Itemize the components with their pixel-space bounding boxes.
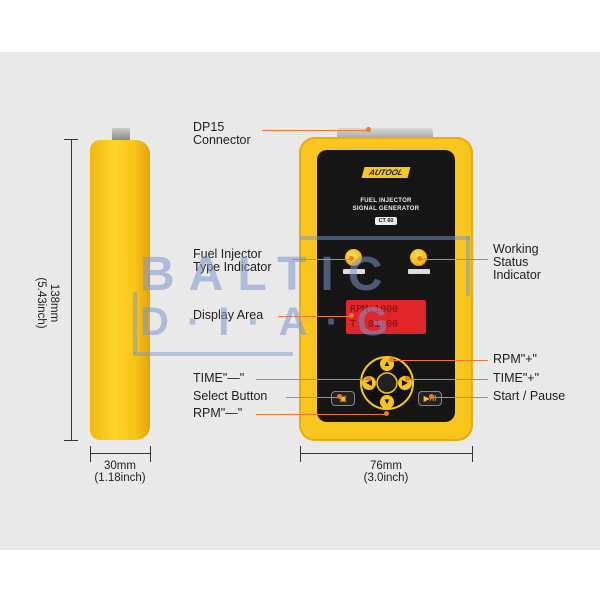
height-dimension-line	[71, 139, 72, 440]
dp15-label: DP15 Connector	[193, 121, 251, 147]
select-button-leader-line	[286, 397, 340, 398]
lcd-display: RPM:1000 T: 01:00	[346, 300, 426, 334]
select-key[interactable]: ▣	[331, 391, 355, 406]
direction-pad: ▲ ◀ ▶ ▼	[358, 355, 416, 411]
side-width-mm: 30mm	[104, 460, 136, 472]
time-plus-leader-dot	[405, 376, 410, 381]
side-view-device	[90, 140, 150, 440]
display-area-label: Display Area	[193, 308, 264, 322]
working-status-label-line1: Working	[493, 242, 539, 256]
display-area-leader-line	[278, 316, 352, 317]
device-title: FUEL INJECTOR SIGNAL GENERATOR	[342, 197, 430, 213]
dp15-leader-line	[262, 130, 368, 131]
fuel-injector-led-label	[343, 269, 365, 274]
rpm-minus-leader-line	[256, 414, 386, 415]
time-minus-label: TIME"—"	[193, 371, 245, 385]
autool-logo: AUTOOL	[361, 167, 411, 178]
time-minus-leader-line	[256, 379, 368, 380]
side-width-line	[90, 453, 151, 454]
fuel-injector-label-line1: Fuel Injector	[193, 247, 262, 261]
dp15-label-line1: DP15	[193, 120, 225, 134]
side-width-tick-left	[90, 446, 91, 462]
working-status-leader-dot	[417, 256, 422, 261]
start-pause-label: Start / Pause	[493, 389, 566, 403]
front-width-inch: (3.0inch)	[363, 472, 409, 484]
start-pause-leader-dot	[429, 394, 434, 399]
rpm-minus-leader-dot	[384, 411, 389, 416]
rpm-minus-key[interactable]: ▼	[380, 395, 394, 409]
front-width-mm: 76mm	[370, 460, 402, 472]
side-width-tick-right	[150, 446, 151, 462]
fuel-injector-label: Fuel Injector Type Indicator	[193, 248, 272, 274]
watermark-bar-bottom	[133, 352, 293, 356]
front-width-tick-right	[472, 446, 473, 462]
watermark-bar-left	[133, 292, 137, 354]
watermark-bar-right	[466, 236, 470, 296]
fuel-injector-leader-line	[292, 259, 352, 260]
height-tick-bottom	[64, 440, 78, 441]
side-width-inch: (1.18inch)	[94, 472, 146, 484]
front-width-tick-left	[300, 446, 301, 462]
select-button-leader-dot	[337, 394, 342, 399]
rpm-plus-leader-line	[392, 360, 488, 361]
select-button-label: Select Button	[193, 389, 268, 403]
front-width-line	[300, 453, 473, 454]
lcd-line-time: T: 01:00	[350, 319, 399, 330]
working-status-label-line3: Indicator	[493, 268, 541, 282]
device-title-line2: SIGNAL GENERATOR	[352, 206, 420, 212]
time-plus-leader-line	[408, 379, 488, 380]
display-area-leader-dot	[349, 313, 354, 318]
watermark-bar-top	[300, 236, 470, 240]
watermark-diag: D·I·A·G	[140, 300, 406, 344]
rpm-plus-leader-dot	[389, 357, 394, 362]
rpm-minus-label: RPM"—"	[193, 406, 243, 420]
watermark-baltic: BALTIC	[140, 248, 397, 301]
time-minus-leader-dot	[366, 376, 371, 381]
fuel-injector-leader-dot	[349, 256, 354, 261]
height-mm: 138mm	[48, 283, 60, 323]
time-plus-label: TIME"+"	[493, 371, 540, 385]
dp15-leader-dot	[366, 127, 371, 132]
height-inch: (5.43inch)	[35, 277, 47, 329]
height-dimension-label: 138mm (5.43inch)	[34, 258, 60, 348]
side-connector	[112, 128, 130, 140]
device-title-line1: FUEL INJECTOR	[360, 198, 412, 204]
working-status-leader-line	[420, 259, 488, 260]
working-status-label-line2: Status	[493, 255, 529, 269]
fuel-injector-label-line2: Type Indicator	[193, 260, 272, 274]
model-badge: CT 60	[375, 217, 397, 225]
working-status-label: Working Status Indicator	[493, 243, 541, 282]
working-status-led-label	[408, 269, 430, 274]
start-pause-leader-line	[432, 397, 488, 398]
rpm-plus-label: RPM"+"	[493, 352, 537, 366]
dp15-label-line2: Connector	[193, 133, 251, 147]
lcd-line-rpm: RPM:1000	[350, 304, 399, 315]
